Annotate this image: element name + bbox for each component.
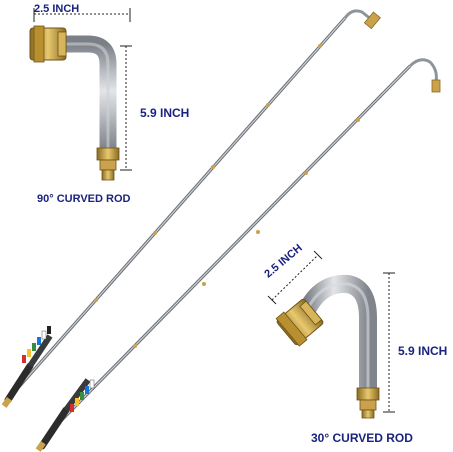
rod-90-tube (62, 35, 117, 148)
rod-90-closeup (29, 8, 132, 181)
rod-30-plug-fitting (356, 387, 380, 419)
rod-30-caption: 30° CURVED ROD (311, 431, 413, 445)
wand-2-grip (38, 378, 91, 450)
rod-90-width-dimension (33, 8, 131, 22)
wand-1-grip (4, 334, 53, 404)
rod-90-plug-fitting (96, 147, 120, 181)
rod-30-width-dimension (267, 250, 323, 305)
long-wand-2 (35, 58, 441, 452)
wand-2-nozzle-set (70, 379, 95, 412)
rod-30-closeup (267, 250, 395, 419)
rod-90-height-label: 5.9 INCH (140, 106, 190, 120)
rod-90-width-label: 2.5 INCH (34, 3, 80, 15)
long-wand-1 (1, 9, 381, 408)
rod-90-caption: 90° CURVED ROD (37, 193, 131, 205)
wand-1-nozzle-set (22, 326, 51, 363)
rod-30-height-label: 5.9 INCH (398, 344, 448, 358)
rod-90-height-dimension (120, 45, 132, 171)
rod-30-tube (297, 274, 377, 390)
rod-30-quick-coupler (275, 298, 324, 347)
rod-90-quick-coupler (29, 25, 67, 63)
rod-30-height-dimension (383, 272, 395, 413)
